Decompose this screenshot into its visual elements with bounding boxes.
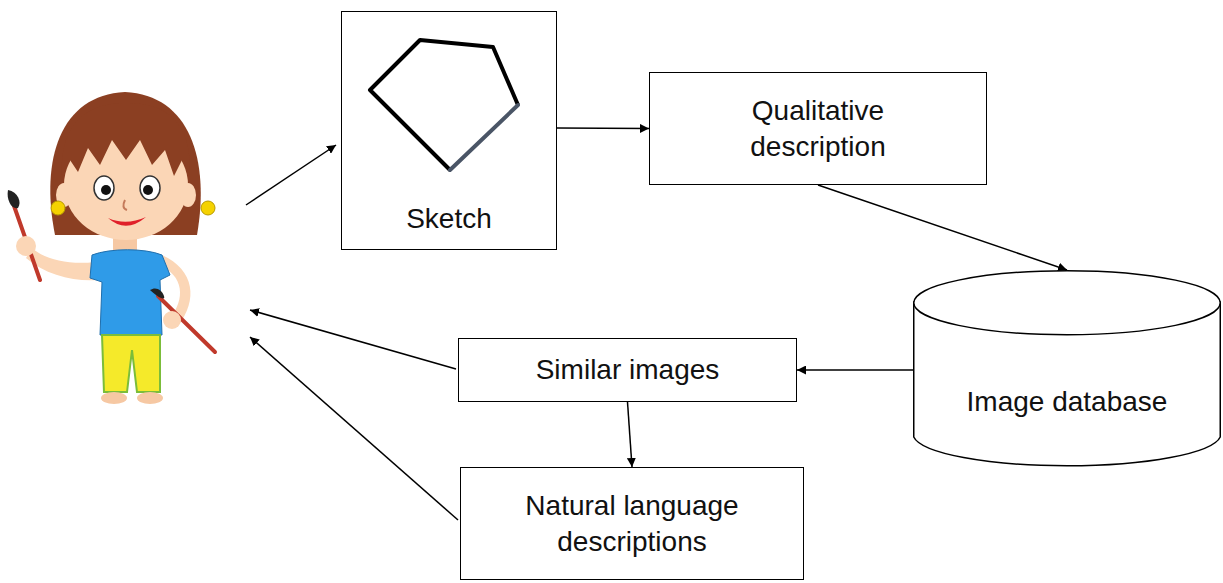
illustration-part (370, 40, 518, 170)
illustration-part (16, 236, 36, 256)
illustration-part (143, 185, 153, 195)
illustration-part (13, 203, 40, 280)
flow-arrow (818, 185, 1067, 270)
process-box: Qualitative description (649, 72, 987, 185)
illustration-part (201, 201, 215, 215)
node-label: Similar images (536, 352, 720, 388)
cylinder-top (914, 271, 1221, 335)
node-label: Image database (967, 384, 1168, 420)
illustration-part (123, 200, 127, 210)
illustration-part (250, 310, 456, 369)
flow-arrow (557, 127, 649, 129)
illustration-part (101, 185, 111, 195)
node-label: Sketch (406, 201, 492, 237)
illustration-part (450, 105, 518, 170)
node-label: Qualitative description (703, 93, 933, 165)
illustration-part (94, 176, 114, 200)
illustration-part (180, 183, 196, 207)
illustration-part (158, 296, 215, 352)
illustration-part (90, 250, 170, 335)
illustration-part (51, 201, 65, 215)
cylinder-outline (913, 270, 1221, 470)
result-box: Similar images (458, 338, 797, 402)
illustration-part (163, 311, 181, 329)
illustration-part (8, 190, 20, 208)
flow-arrow (628, 402, 633, 467)
sketch-pentagon (370, 40, 518, 170)
illustration-part (62, 103, 190, 176)
illustration-part (137, 392, 163, 404)
flow-arrow (797, 369, 913, 371)
illustration-part (140, 176, 160, 200)
illustration-part (108, 217, 146, 226)
output-box: Natural language descriptions (460, 467, 804, 580)
database-cylinder: Image database (913, 270, 1221, 470)
illustration-part (101, 392, 127, 404)
node-label: Natural language descriptions (472, 488, 792, 560)
illustration-part (102, 335, 160, 392)
girl-figure (8, 92, 215, 404)
illustration-part (250, 337, 458, 520)
user-arrows (246, 145, 458, 520)
sketch-box: Sketch (341, 11, 557, 250)
illustration-part (246, 145, 336, 205)
illustration-part (150, 288, 164, 298)
